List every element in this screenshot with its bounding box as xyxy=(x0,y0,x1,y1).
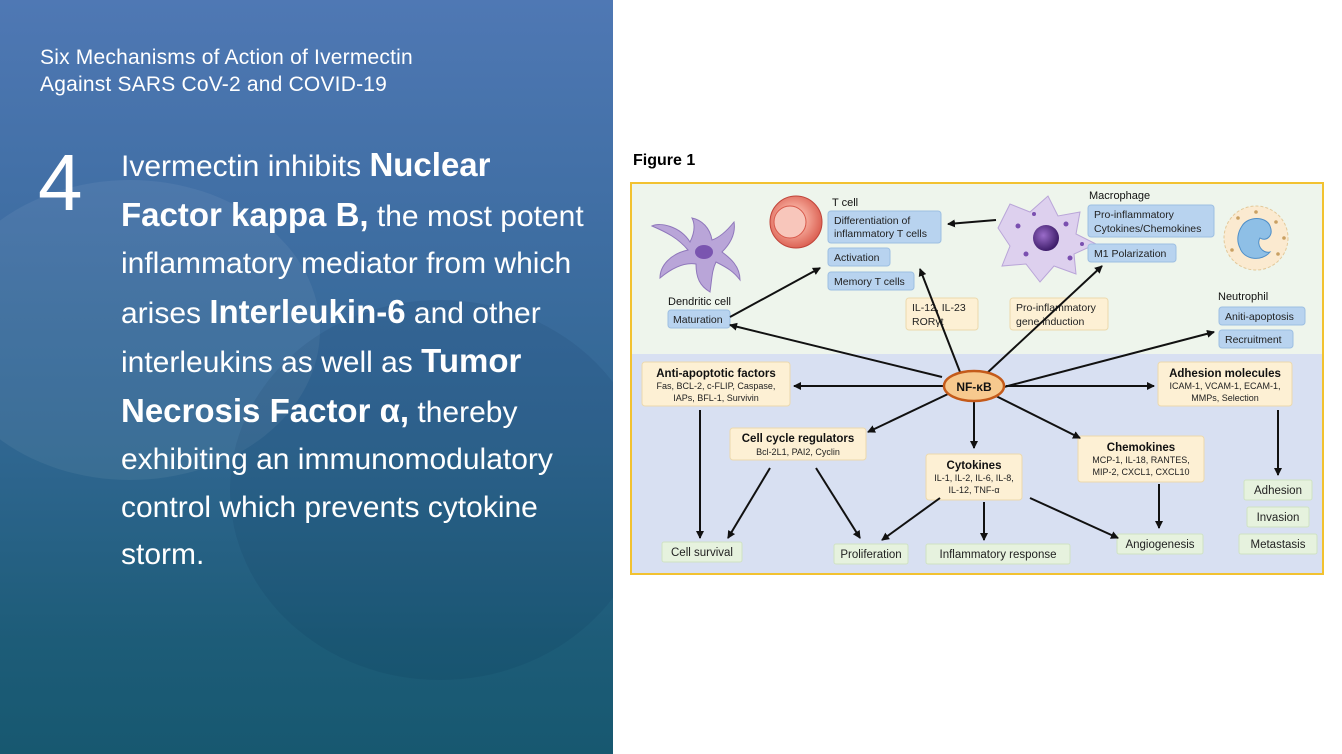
t-cell-title: T cell xyxy=(832,197,858,209)
dendritic-cell-title: Dendritic cell xyxy=(668,296,731,308)
maturation-label: Maturation xyxy=(673,314,723,326)
macrophage-title: Macrophage xyxy=(1089,190,1150,202)
memory-label: Memory T cells xyxy=(834,276,905,288)
adhesion-molecules-detail: MMPs, Selection xyxy=(1191,393,1259,403)
arrow xyxy=(881,497,941,541)
text-run: thereby exhibiting an immunomodulatory c… xyxy=(121,395,553,572)
anti-apoptotic-factors-box xyxy=(641,361,791,407)
anti-apoptotic-detail: Fas, BCL-2, c-FLIP, Caspase, xyxy=(657,381,776,391)
activation-box xyxy=(827,247,891,267)
arrow xyxy=(1003,329,1215,388)
arrow xyxy=(815,467,861,539)
text-run: the most potent inflammatory mediator fr… xyxy=(121,199,584,330)
differentiation-label: inflammatory T cells xyxy=(834,228,927,240)
chemokines-detail: MIP-2, CXCL1, CXCL10 xyxy=(1092,467,1189,477)
mechanism-description: Ivermectin inhibits Nuclear Factor kappa… xyxy=(121,141,591,579)
text-run: Ivermectin inhibits xyxy=(121,150,370,183)
arrow xyxy=(985,265,1103,375)
gene-induction-label: gene induction xyxy=(1016,316,1084,328)
pro-inflammatory-cytokines-box xyxy=(1087,204,1215,238)
cell-cycle-regulators-box xyxy=(729,427,867,461)
recruitment-label: Recruitment xyxy=(1225,334,1282,346)
arrow xyxy=(1029,497,1119,539)
cell-survival-label: Cell survival xyxy=(671,547,733,559)
cell-cycle-detail: Bcl-2L1, PAI2, Cyclin xyxy=(756,447,840,457)
bold-term: Tumor Necrosis Factor α, xyxy=(121,342,522,429)
t-cell-image xyxy=(769,195,823,249)
cytokines-box xyxy=(925,453,1023,501)
nfkb-label: NF-κB xyxy=(956,380,992,394)
chemokines-detail: MCP-1, IL-18, RANTES, xyxy=(1092,455,1190,465)
adhesion-label: Adhesion xyxy=(1254,485,1302,497)
arrow xyxy=(729,267,821,318)
differentiation-box xyxy=(827,210,942,244)
cytokines-detail: IL-12, TNF-α xyxy=(948,485,999,495)
differentiation-label: Differentiation of xyxy=(834,215,910,227)
arrow xyxy=(727,467,771,539)
cell-survival-box xyxy=(661,541,743,563)
maturation-box xyxy=(667,309,731,329)
anti-apoptotic-title: Anti-apoptotic factors xyxy=(656,368,775,380)
background-photo-tint xyxy=(0,180,320,480)
pro-inflammatory-label: Pro-inflammatory xyxy=(1094,209,1175,221)
adhesion-box xyxy=(1243,479,1313,501)
arrow xyxy=(729,322,943,378)
m1-polarization-label: M1 Polarization xyxy=(1094,248,1167,260)
arrow xyxy=(995,395,1081,439)
invasion-label: Invasion xyxy=(1257,512,1300,524)
adhesion-molecules-detail: ICAM-1, VCAM-1, ECAM-1, xyxy=(1169,381,1280,391)
inflammatory-response-box xyxy=(925,543,1071,565)
arrow xyxy=(947,219,997,228)
il-label: IL-12, IL-23 xyxy=(912,302,966,314)
pro-inflammatory-label: Cytokines/Chemokines xyxy=(1094,223,1201,235)
bold-term: Interleukin-6 xyxy=(209,292,406,330)
metastasis-box xyxy=(1238,533,1318,555)
proliferation-label: Proliferation xyxy=(840,549,901,561)
adhesion-molecules-box xyxy=(1157,361,1293,407)
anti-apoptosis-box xyxy=(1218,306,1306,326)
macrophage-image xyxy=(997,195,1098,283)
anti-apoptosis-label: Aniti-apoptosis xyxy=(1225,311,1294,323)
mechanism-number: 4 xyxy=(38,138,83,227)
cytokines-detail: IL-1, IL-2, IL-6, IL-8, xyxy=(934,473,1014,483)
neutrophil-title: Neutrophil xyxy=(1218,291,1268,303)
activation-label: Activation xyxy=(834,252,880,264)
recruitment-box xyxy=(1218,329,1294,349)
inflammatory-response-label: Inflammatory response xyxy=(940,549,1057,561)
adhesion-molecules-title: Adhesion molecules xyxy=(1169,368,1281,380)
angiogenesis-box xyxy=(1116,533,1204,555)
nfkb-diagram: T cell Macrophage Dendritic cell Neutrop… xyxy=(630,182,1324,575)
m1-polarization-box xyxy=(1087,243,1177,263)
angiogenesis-label: Angiogenesis xyxy=(1125,539,1194,551)
il-box xyxy=(905,297,979,331)
subtitle-line: Six Mechanisms of Action of Ivermectin xyxy=(40,46,413,69)
cytokines-title: Cytokines xyxy=(947,460,1002,472)
arrow xyxy=(918,268,961,373)
memory-box xyxy=(827,271,915,291)
slide-subtitle: Six Mechanisms of Action of Ivermectin A… xyxy=(40,44,580,98)
dendritic-cell-image xyxy=(650,217,741,293)
invasion-box xyxy=(1246,506,1310,528)
proliferation-box xyxy=(833,543,909,565)
neutrophil-image xyxy=(1223,205,1289,271)
gene-induction-box xyxy=(1009,297,1109,331)
il-label: RORγt xyxy=(912,316,944,328)
bold-term: Nuclear Factor kappa B, xyxy=(121,146,491,233)
metastasis-label: Metastasis xyxy=(1251,539,1306,551)
subtitle-line: Against SARS CoV-2 and COVID-19 xyxy=(40,73,388,96)
chemokines-title: Chemokines xyxy=(1107,442,1175,454)
chemokines-box xyxy=(1077,435,1205,483)
figure-label: Figure 1 xyxy=(633,152,696,169)
text-run: and other interleukins as well as xyxy=(121,296,541,380)
cell-cycle-title: Cell cycle regulators xyxy=(742,433,855,445)
arrow xyxy=(867,393,949,433)
left-panel: Six Mechanisms of Action of Ivermectin A… xyxy=(0,0,613,754)
arrows xyxy=(696,219,1282,541)
anti-apoptotic-detail: IAPs, BFL-1, Survivin xyxy=(673,393,759,403)
background-photo-tint xyxy=(230,300,613,680)
nfkb-node xyxy=(942,369,1006,403)
